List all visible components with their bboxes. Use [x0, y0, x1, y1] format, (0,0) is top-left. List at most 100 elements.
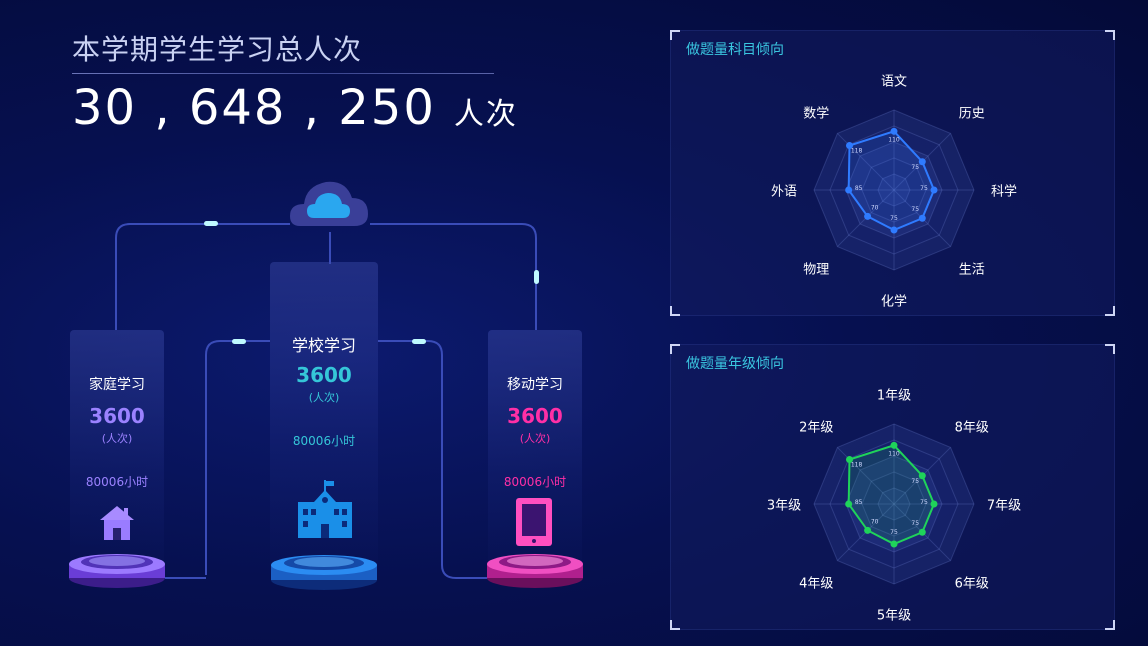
school-card-count: 3600 — [296, 363, 352, 387]
grade-axis-label: 7年级 — [986, 498, 1022, 514]
subject-point — [930, 186, 938, 194]
connector-lines — [115, 221, 539, 579]
total-count: 30 , 648 , 250 人次 — [72, 80, 518, 136]
subject-value-label: 70 — [871, 204, 879, 211]
home-pedestal — [69, 554, 165, 588]
subject-point — [845, 141, 853, 149]
page-title: 本学期学生学习总人次 — [72, 33, 363, 66]
house-icon — [100, 506, 134, 540]
panel-corner — [1105, 620, 1115, 630]
grade-value-label: 118 — [851, 462, 863, 469]
grade-point — [845, 455, 853, 463]
subject-value-label: 118 — [851, 148, 863, 155]
grade-value-label: 70 — [871, 518, 879, 525]
school-card-hours: 80006小时 — [292, 434, 356, 448]
subject-value-label: 75 — [920, 185, 928, 192]
radar-grid-ring — [813, 423, 975, 585]
radar-grid-ring — [877, 173, 911, 207]
home-card-unit: (人次) — [101, 432, 133, 445]
mobile-card-hours: 80006小时 — [503, 475, 567, 489]
subject-axis-label: 外语 — [770, 184, 798, 200]
subject-value-label: 85 — [855, 185, 863, 192]
panel-corner — [670, 344, 680, 354]
subject-axis-label: 数学 — [803, 106, 830, 122]
grade-value-label: 75 — [890, 529, 898, 536]
grade-axis-label: 4年级 — [799, 576, 834, 592]
radar-grid-ring — [813, 109, 975, 271]
home-card-count: 3600 — [89, 404, 145, 428]
school-learning-card[interactable]: 学校学习 3600 (人次) 80006小时 — [270, 262, 378, 570]
radar-grid-ring — [829, 125, 959, 255]
grade-point — [918, 528, 926, 536]
subject-point — [890, 226, 898, 234]
grade-point — [890, 441, 898, 449]
radar-grid-ring — [861, 471, 927, 537]
mobile-pedestal — [487, 554, 583, 588]
grade-value-label: 85 — [855, 499, 863, 506]
subject-point — [890, 127, 898, 135]
grade-value-label: 75 — [911, 478, 919, 485]
school-icon — [298, 480, 352, 538]
mobile-card-count: 3600 — [507, 404, 563, 428]
mobile-card-title: 移动学习 — [507, 377, 563, 393]
subject-panel-title: 做题量科目倾向 — [686, 42, 784, 58]
grade-panel-title: 做题量年级倾向 — [686, 356, 784, 372]
grade-axis-label: 8年级 — [954, 420, 989, 436]
panel-corner — [1105, 30, 1115, 40]
home-card-title: 家庭学习 — [89, 377, 145, 393]
school-pedestal — [271, 555, 377, 590]
radar-axis — [837, 447, 895, 505]
radar-axis — [837, 133, 895, 191]
panel-corner — [670, 306, 680, 316]
cloud-icon — [290, 181, 368, 226]
grade-axis-label: 6年级 — [954, 576, 989, 592]
subject-axis-label: 物理 — [803, 262, 830, 278]
grade-value-label: 75 — [920, 499, 928, 506]
total-value: 30 , 648 , 250 — [72, 80, 436, 136]
school-card-title: 学校学习 — [291, 336, 356, 355]
subject-point — [918, 214, 926, 222]
tablet-icon — [516, 498, 552, 546]
panel-corner — [670, 30, 680, 40]
subject-value-label: 75 — [911, 164, 919, 171]
grade-point — [918, 472, 926, 480]
signal-dot — [534, 270, 539, 284]
subject-axis-label: 生活 — [958, 262, 985, 278]
subject-axis-label: 化学 — [880, 294, 908, 310]
grade-value-label: 110 — [888, 450, 900, 457]
subject-point — [864, 212, 872, 220]
grade-point — [845, 500, 853, 508]
grade-value-label: 75 — [911, 520, 919, 527]
radar-grid-ring — [829, 439, 959, 569]
subject-axis-label: 语文 — [880, 74, 908, 90]
cloud-node — [288, 176, 370, 234]
subject-value-label: 75 — [890, 215, 898, 222]
grade-point — [890, 540, 898, 548]
home-learning-card[interactable]: 家庭学习 3600 (人次) 80006小时 — [70, 330, 164, 570]
total-unit: 人次 — [453, 97, 518, 132]
subject-point — [845, 186, 853, 194]
panel-corner — [1105, 306, 1115, 316]
mobile-learning-card[interactable]: 移动学习 3600 (人次) 80006小时 — [488, 330, 582, 570]
panel-corner — [1105, 344, 1115, 354]
panel-corner — [670, 620, 680, 630]
grade-point — [930, 500, 938, 508]
home-card-hours: 80006小时 — [85, 475, 149, 489]
signal-dot — [204, 221, 218, 226]
radar-grid-ring — [861, 157, 927, 223]
title-divider — [72, 73, 494, 74]
grade-point — [864, 526, 872, 534]
subject-value-label: 75 — [911, 206, 919, 213]
subject-point — [918, 158, 926, 166]
school-card-unit: (人次) — [308, 391, 340, 404]
grade-axis-label: 2年级 — [799, 420, 834, 436]
mobile-card-unit: (人次) — [519, 432, 551, 445]
grade-radar-chart: 110 75 75 75 75 70 85 118 — [813, 423, 975, 585]
signal-dot — [232, 339, 246, 344]
grade-axis-label: 3年级 — [766, 498, 802, 514]
subject-axis-label: 历史 — [958, 106, 985, 122]
signal-dot — [412, 339, 426, 344]
grade-axis-label: 5年级 — [876, 608, 912, 624]
